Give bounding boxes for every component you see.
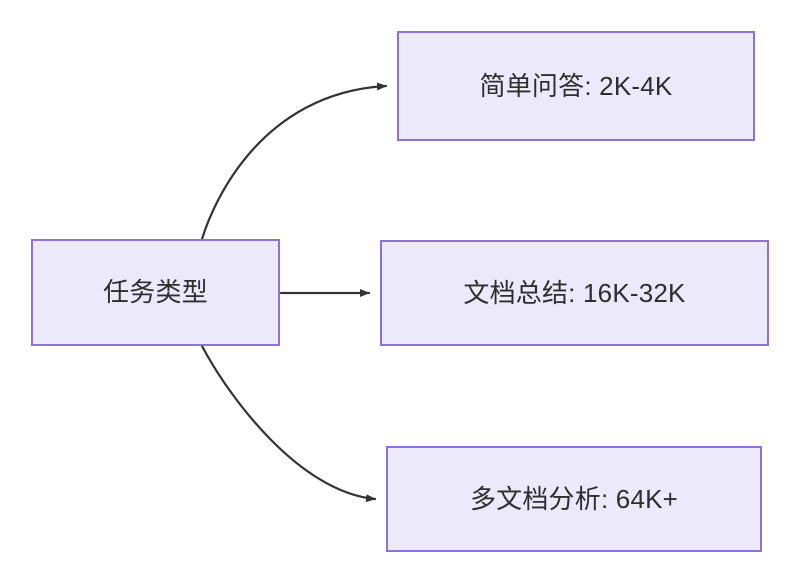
node-document-summary-label: 文档总结: 16K-32K [463, 277, 686, 308]
edge-source-to-multidoc [200, 344, 377, 503]
node-task-type[interactable]: 任务类型 [31, 239, 280, 346]
edge-source-to-simple [200, 82, 388, 241]
node-document-summary[interactable]: 文档总结: 16K-32K [380, 240, 769, 346]
node-simple-qa[interactable]: 简单问答: 2K-4K [397, 31, 755, 141]
node-task-type-label: 任务类型 [103, 277, 208, 308]
node-multi-document-analysis[interactable]: 多文档分析: 64K+ [386, 446, 762, 552]
node-simple-qa-label: 简单问答: 2K-4K [479, 70, 673, 101]
node-multi-document-analysis-label: 多文档分析: 64K+ [469, 483, 679, 514]
